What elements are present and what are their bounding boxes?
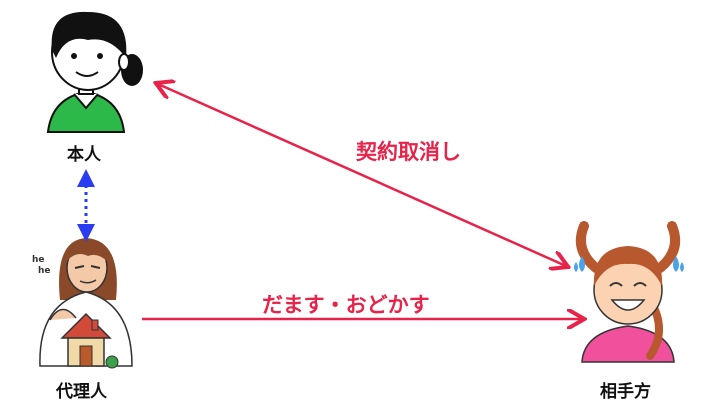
agent-figure [39,238,133,369]
counterparty-figure [574,221,684,363]
agent-speech-1: he [32,255,45,265]
sweat-drops-icon [574,256,684,272]
cancel-arrow [158,84,566,266]
cancel-edge-label: 契約取消し [356,140,461,164]
principal-label: 本人 [67,145,101,165]
principal-hair [51,11,127,58]
agent-speech-2: he [38,266,51,276]
fraud-edge-label: だます・おどかす [262,293,430,317]
principal-figure [46,11,143,133]
house-icon [60,312,119,369]
agent-label: 代理人 [56,382,107,402]
counterparty-label: 相手方 [600,382,651,402]
